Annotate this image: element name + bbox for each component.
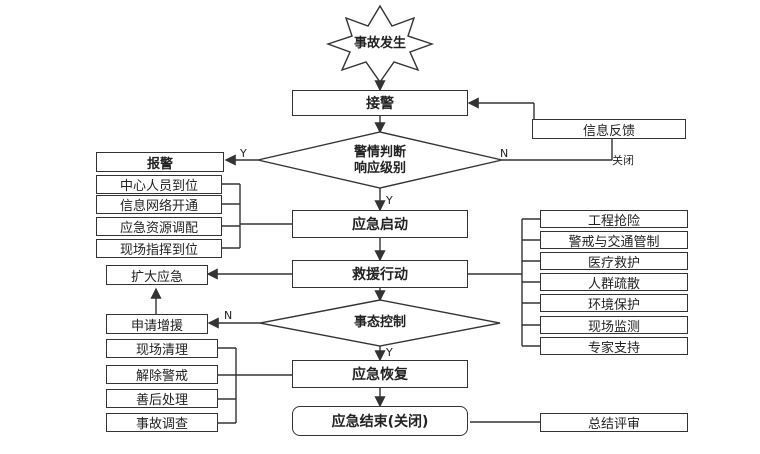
left-recovery-item: 善后处理 xyxy=(106,389,218,408)
right-rescue-item: 现场监测 xyxy=(540,316,688,335)
control-yes-label: Y xyxy=(386,346,393,359)
request-support-box: 申请增援 xyxy=(106,314,208,334)
control-decision-label: 事态控制 xyxy=(353,315,406,330)
start-event-label: 事故发生 xyxy=(353,36,406,51)
left-recovery-item: 事故调查 xyxy=(106,413,218,432)
judge-line-2: 响应级别 xyxy=(353,161,406,176)
judge-line-1: 警情判断 xyxy=(353,145,406,160)
alarm-receive-box: 接警 xyxy=(292,90,468,116)
control-no-label: N xyxy=(224,309,233,322)
judge-diamond-shape xyxy=(257,131,503,189)
judge-yes-label: Y xyxy=(240,147,247,160)
judge-no-label: N xyxy=(500,147,509,160)
rescue-action-box: 救援行动 xyxy=(292,260,468,288)
judge-decision-label: 警情判断 响应级别 xyxy=(320,145,440,177)
control-diamond-shape xyxy=(259,299,501,347)
right-rescue-item: 医疗救护 xyxy=(540,252,688,271)
right-rescue-item: 警戒与交通管制 xyxy=(540,231,688,250)
left-start-item: 信息网络开通 xyxy=(96,195,222,214)
judge-down-yes-label: Y xyxy=(386,194,393,207)
end-box: 应急结束(关闭) xyxy=(292,406,468,436)
right-rescue-item: 工程抢险 xyxy=(540,210,688,229)
review-box: 总结评审 xyxy=(540,413,688,432)
left-recovery-item: 现场清理 xyxy=(106,339,218,358)
close-label: 关闭 xyxy=(612,154,634,167)
left-recovery-item: 解除警戒 xyxy=(106,365,218,384)
report-box: 报警 xyxy=(96,152,224,172)
recovery-box: 应急恢复 xyxy=(292,360,468,388)
left-start-item: 中心人员到位 xyxy=(96,175,222,194)
left-start-item: 应急资源调配 xyxy=(96,217,222,236)
expand-response-box: 扩大应急 xyxy=(106,265,208,285)
start-response-box: 应急启动 xyxy=(292,210,468,238)
right-rescue-item: 环境保护 xyxy=(540,294,688,313)
feedback-box: 信息反馈 xyxy=(532,119,686,139)
left-start-item: 现场指挥到位 xyxy=(96,239,222,258)
right-rescue-item: 人群疏散 xyxy=(540,273,688,292)
right-rescue-item: 专家支持 xyxy=(540,337,688,356)
